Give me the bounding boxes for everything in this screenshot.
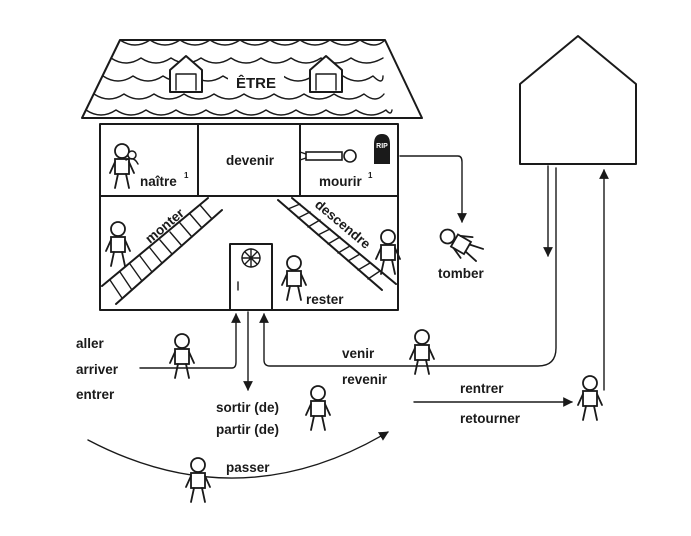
staircase-down — [277, 197, 397, 291]
label-retourner: retourner — [460, 411, 521, 426]
arrows — [87, 155, 609, 479]
tombstone-icon: RIP — [374, 134, 390, 164]
walking-figure-sortir — [305, 385, 331, 431]
label-monter: monter — [142, 205, 187, 246]
label-revenir: revenir — [342, 372, 388, 387]
label-sortir: sortir (de) — [216, 400, 279, 415]
standing-figure-rester — [281, 255, 307, 301]
arrow-entrer — [139, 313, 241, 369]
walking-figure-venir — [409, 329, 435, 375]
arrow-passer — [87, 431, 389, 479]
label-entrer: entrer — [76, 387, 115, 402]
label-venir: venir — [342, 346, 375, 361]
second-house-outline — [519, 35, 637, 165]
tombstone-text: RIP — [376, 143, 388, 150]
footnote-naitre: 1 — [184, 171, 189, 180]
label-passer: passer — [226, 460, 270, 475]
arrow-to-tomber — [399, 155, 467, 223]
walking-figure-entrer — [169, 333, 195, 379]
title-backdrop — [228, 68, 284, 92]
label-naitre: naître — [140, 174, 177, 189]
label-arriver: arriver — [76, 362, 119, 377]
label-tomber: tomber — [438, 266, 485, 281]
descending-figure — [375, 229, 401, 275]
lying-figure — [299, 149, 357, 163]
house: ÊTRE naître 1 devenir RIP mourir 1 — [81, 39, 423, 311]
dormer-window-left — [169, 55, 203, 93]
roof-shingles — [85, 39, 393, 116]
label-rentrer: rentrer — [460, 381, 504, 396]
walking-figure-retourner — [577, 375, 603, 421]
baby-holder-figure — [109, 143, 139, 189]
arrow-venir — [259, 167, 557, 367]
label-descendre: descendre — [312, 197, 374, 252]
staircase-up — [101, 197, 223, 305]
label-mourir: mourir — [319, 174, 363, 189]
label-devenir: devenir — [226, 153, 275, 168]
walking-figure-passer — [185, 457, 211, 503]
climbing-figure — [105, 221, 131, 267]
label-partir: partir (de) — [216, 422, 279, 437]
house-title: ÊTRE — [236, 74, 276, 92]
dormer-window-right — [309, 55, 343, 93]
footnote-mourir: 1 — [368, 171, 373, 180]
front-door — [229, 243, 273, 311]
label-rester: rester — [306, 292, 344, 307]
label-aller: aller — [76, 336, 105, 351]
falling-figure — [434, 221, 487, 267]
